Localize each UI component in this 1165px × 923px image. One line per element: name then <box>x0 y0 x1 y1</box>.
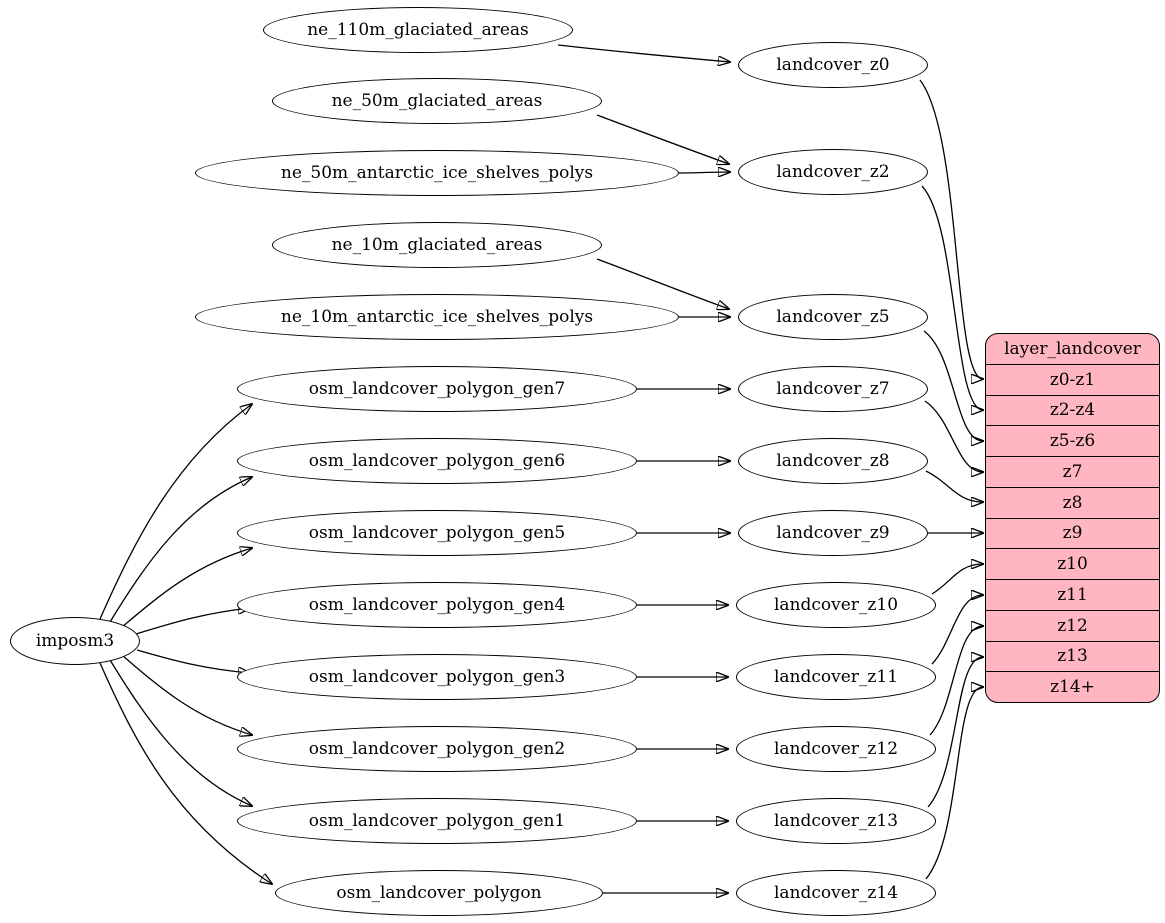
edge-ne_50m_glaciated_areas-to-landcover_z2 <box>596 114 729 164</box>
record-row-z13: z13 <box>986 640 1159 672</box>
node-ne-110m-glaciated-areas: ne_110m_glaciated_areas <box>263 7 573 53</box>
record-row-z2-z4: z2-z4 <box>986 394 1159 426</box>
record-row-z14plus: z14+ <box>986 671 1159 702</box>
record-row-z12: z12 <box>986 609 1159 641</box>
node-osm-landcover-polygon-gen1: osm_landcover_polygon_gen1 <box>237 798 637 844</box>
edge-landcover_z5-to-row-z5-z6 <box>923 330 983 441</box>
edge-imposm3-to-osm_landcover_polygon_gen7 <box>99 404 252 620</box>
edge-imposm3-to-osm_landcover_polygon_gen6 <box>109 477 252 623</box>
node-osm-landcover-polygon: osm_landcover_polygon <box>275 870 603 916</box>
record-row-z9: z9 <box>986 517 1159 549</box>
record-row-z7: z7 <box>986 456 1159 487</box>
edge-ne_50m_antarctic_ice_shelves_polys-to-landcover_z2 <box>678 172 730 173</box>
node-landcover-z11: landcover_z11 <box>736 654 936 700</box>
node-landcover-z9: landcover_z9 <box>738 510 928 556</box>
edge-landcover_z0-to-row-z0-z1 <box>919 79 983 379</box>
record-row-z5-z6: z5-z6 <box>986 425 1159 456</box>
edge-landcover_z13-to-row-z13 <box>927 657 983 808</box>
edge-landcover_z14-to-row-z14plus <box>925 687 983 880</box>
node-landcover-z8: landcover_z8 <box>738 438 928 484</box>
node-osm-landcover-polygon-gen3: osm_landcover_polygon_gen3 <box>237 654 637 700</box>
edge-ne_10m_glaciated_areas-to-landcover_z5 <box>596 258 729 309</box>
node-ne-10m-glaciated-areas: ne_10m_glaciated_areas <box>272 222 602 268</box>
record-row-z0-z1: z0-z1 <box>986 363 1159 395</box>
edge-imposm3-to-osm_landcover_polygon_gen5 <box>121 548 252 628</box>
node-landcover-z0: landcover_z0 <box>738 42 928 88</box>
node-imposm3: imposm3 <box>10 617 140 665</box>
node-landcover-z14: landcover_z14 <box>736 870 936 916</box>
node-osm-landcover-polygon-gen4: osm_landcover_polygon_gen4 <box>237 582 637 628</box>
node-landcover-z13: landcover_z13 <box>736 798 936 844</box>
node-landcover-z12: landcover_z12 <box>736 726 936 772</box>
edge-landcover_z11-to-row-z11 <box>931 595 983 665</box>
record-title: layer_landcover <box>1004 338 1141 359</box>
node-osm-landcover-polygon-gen2: osm_landcover_polygon_gen2 <box>237 726 637 772</box>
edge-imposm3-to-osm_landcover_polygon_gen4 <box>135 608 250 635</box>
edge-landcover_z8-to-row-z8 <box>925 470 983 502</box>
node-ne-10m-antarctic-ice-shelves-polys: ne_10m_antarctic_ice_shelves_polys <box>195 294 679 340</box>
node-ne-50m-antarctic-ice-shelves-polys: ne_50m_antarctic_ice_shelves_polys <box>195 150 679 196</box>
edge-imposm3-to-osm_landcover_polygon <box>99 662 272 884</box>
edge-imposm3-to-osm_landcover_polygon_gen1 <box>109 659 252 806</box>
edge-landcover_z10-to-row-z10 <box>931 564 983 595</box>
node-landcover-z2: landcover_z2 <box>738 149 928 195</box>
record-row-z8: z8 <box>986 486 1159 518</box>
node-landcover-z10: landcover_z10 <box>736 582 936 628</box>
node-landcover-z5: landcover_z5 <box>738 294 928 340</box>
node-osm-landcover-polygon-gen5: osm_landcover_polygon_gen5 <box>237 510 637 556</box>
edge-imposm3-to-osm_landcover_polygon_gen3 <box>136 649 250 673</box>
record-row-z10: z10 <box>986 548 1159 579</box>
edge-ne_110m_glaciated_areas-to-landcover_z0 <box>557 44 730 62</box>
edge-imposm3-to-osm_landcover_polygon_gen2 <box>121 654 252 735</box>
edge-landcover_z2-to-row-z2-z4 <box>921 185 983 410</box>
edge-landcover_z7-to-row-z7 <box>924 400 983 472</box>
node-ne-50m-glaciated-areas: ne_50m_glaciated_areas <box>272 78 602 124</box>
node-osm-landcover-polygon-gen7: osm_landcover_polygon_gen7 <box>237 366 637 412</box>
record-row-z11: z11 <box>986 579 1159 610</box>
record-layer-landcover: layer_landcover z0-z1 z2-z4 z5-z6 z7 z8 … <box>985 333 1160 703</box>
node-landcover-z7: landcover_z7 <box>738 366 928 412</box>
edge-landcover_z12-to-row-z12 <box>929 626 983 736</box>
node-osm-landcover-polygon-gen6: osm_landcover_polygon_gen6 <box>237 438 637 484</box>
